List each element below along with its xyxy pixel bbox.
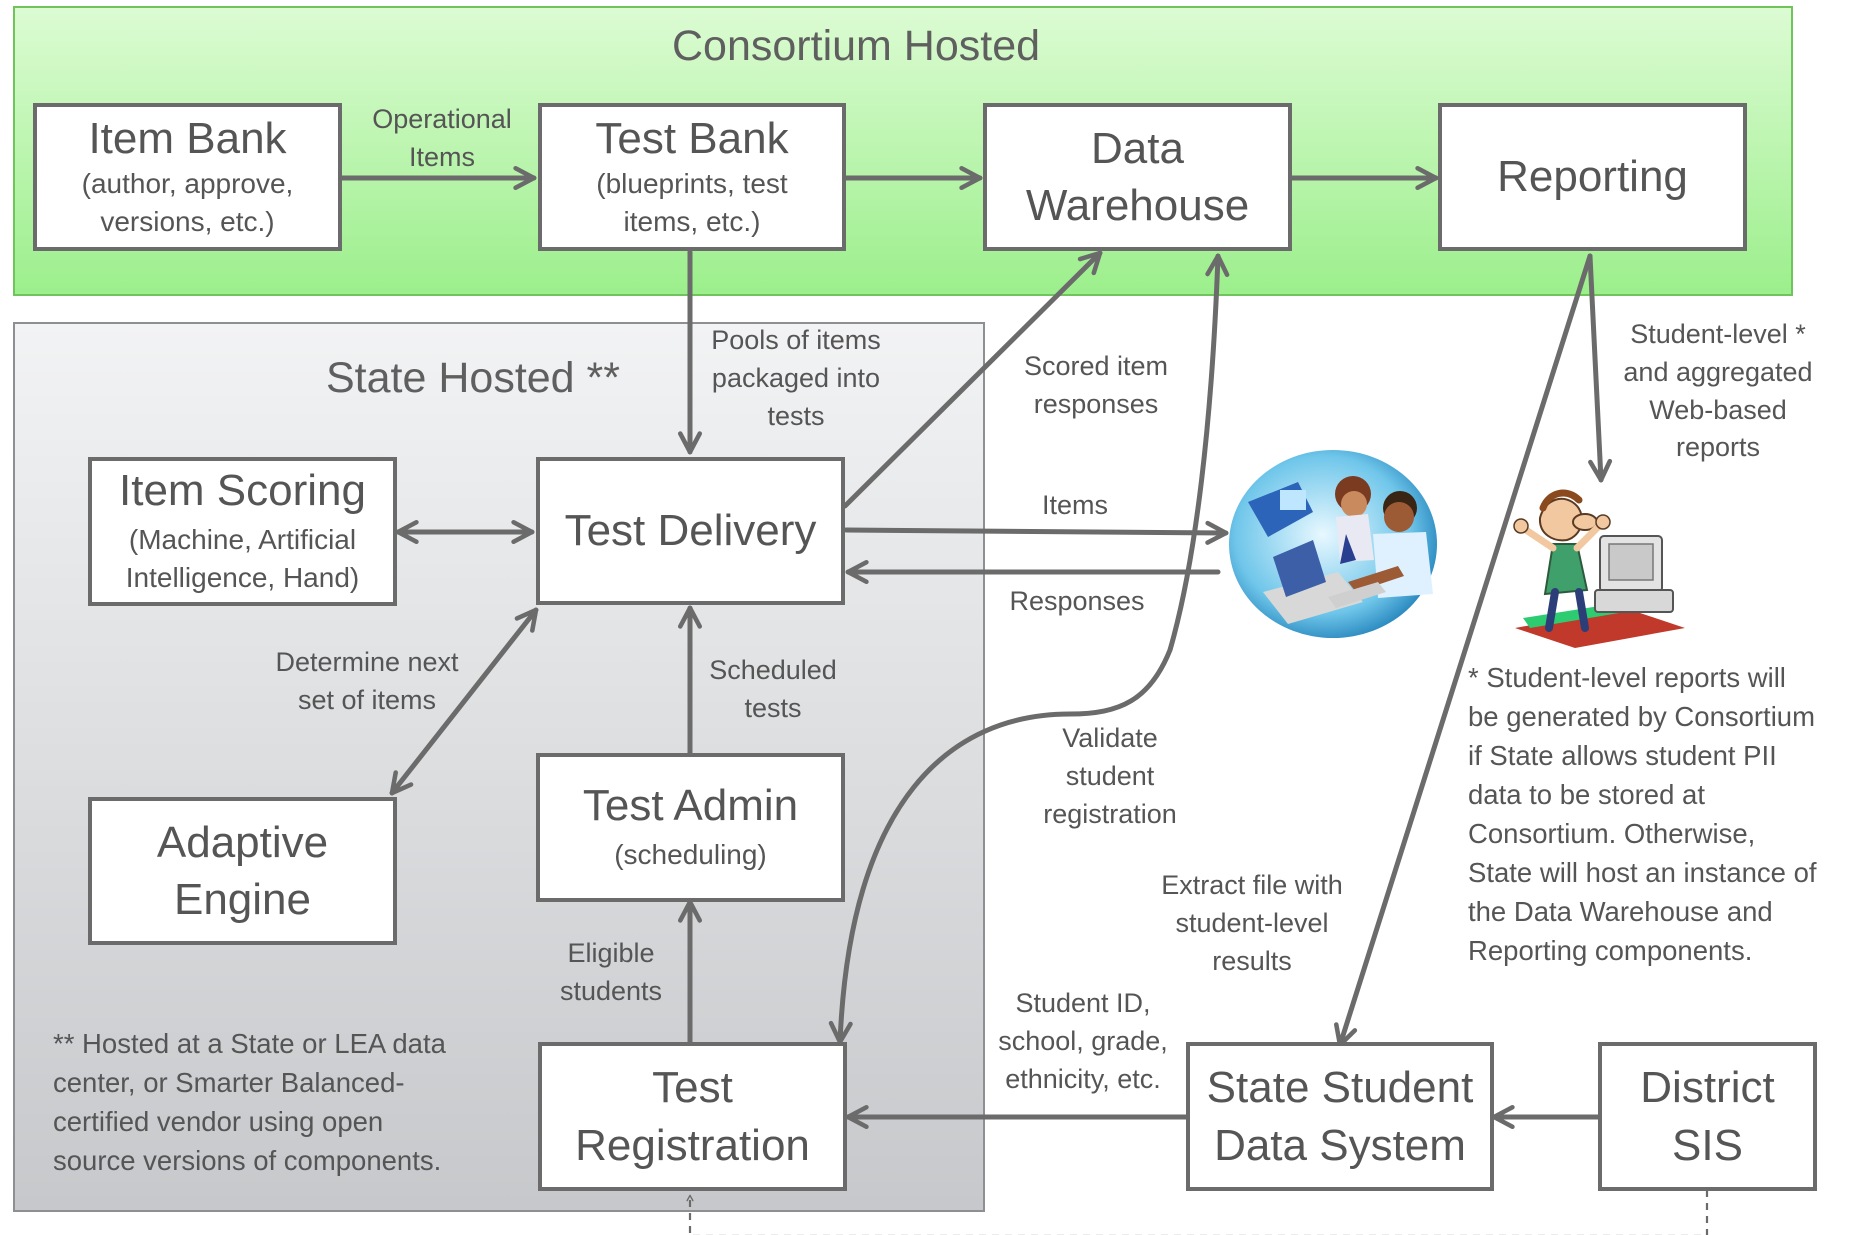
label-scored-line-1: Scored item (1023, 351, 1169, 381)
state-footnote-line-2: center, or Smarter Balanced- (53, 1067, 405, 1099)
label-student-id-line-1: Student ID, (1015, 988, 1151, 1018)
arrow-delivery-students (843, 520, 1229, 545)
item-scoring-subtitle-1: (Machine, Artificial (128, 524, 357, 556)
item-bank-subtitle-1: (author, approve, (81, 167, 294, 199)
item-bank-title: Item Bank (88, 113, 287, 163)
label-operational-items-line-1: Operational (372, 104, 512, 134)
label-determine-next-set: Determine next set of items (257, 644, 477, 720)
label-operational-items: Operational Items (352, 101, 532, 177)
ssds-title-2: Data System (1214, 1120, 1466, 1170)
label-reports-line-3: Web-based (1649, 394, 1787, 425)
data-warehouse-title-2: Warehouse (1025, 181, 1250, 230)
label-extract-line-1: Extract file with (1161, 870, 1343, 900)
label-validate-registration: Validate student registration (1010, 720, 1210, 833)
adaptive-engine-title-2: Engine (173, 875, 311, 924)
label-reports-line-4: reports (1675, 432, 1761, 463)
label-validate-line-2: student (1065, 760, 1155, 791)
consortium-footnote-line-7: the Data Warehouse and (1468, 896, 1773, 928)
district-sis-box: District SIS (1598, 1042, 1817, 1191)
test-delivery-title: Test Delivery (564, 506, 817, 556)
test-bank-subtitle-1: (blueprints, test (596, 167, 788, 199)
consortium-footnote-line-5: Consortium. Otherwise, (1468, 818, 1756, 850)
reporting-title: Reporting (1497, 152, 1688, 202)
item-scoring-title: Item Scoring (119, 466, 366, 516)
label-eligible-students: Eligible students (531, 935, 691, 1011)
test-admin-box: Test Admin (scheduling) (536, 753, 845, 902)
label-scheduled-tests: Scheduled tests (688, 652, 858, 728)
item-bank-box: Item Bank (author, approve, versions, et… (33, 103, 342, 251)
arrow-reporting-ssds (1333, 253, 1593, 1048)
label-scheduled-line-2: tests (744, 692, 802, 723)
label-reports-line-2: and aggregated (1623, 356, 1813, 387)
arrow-delivery-adaptive (389, 607, 539, 796)
label-validate-line-3: registration (1043, 798, 1177, 829)
label-pools-of-items: Pools of items packaged into tests (696, 322, 896, 435)
item-bank-subtitle-2: versions, etc.) (100, 205, 275, 237)
state-footnote: ** Hosted at a State or LEA data center,… (53, 1024, 446, 1180)
arrow-reporting-user (1587, 253, 1613, 483)
label-extract-line-2: student-level (1175, 907, 1329, 938)
state-student-data-system-box: State Student Data System (1186, 1042, 1494, 1191)
district-sis-title-2: SIS (1672, 1120, 1743, 1170)
label-extract-line-3: results (1212, 945, 1292, 976)
test-admin-subtitle: (scheduling) (614, 839, 767, 871)
label-operational-items-line-2: Items (408, 141, 475, 172)
state-footnote-line-1: ** Hosted at a State or LEA data (53, 1028, 446, 1059)
label-validate-line-1: Validate (1062, 723, 1158, 753)
consortium-region-title: Consortium Hosted (672, 22, 1041, 70)
label-scored-item-responses: Scored item responses (1001, 348, 1191, 424)
students-at-computer-icon (1229, 450, 1437, 638)
arrow-sis-registration-dashed (690, 1190, 1709, 1235)
reporting-box: Reporting (1438, 103, 1747, 251)
test-bank-box: Test Bank (blueprints, test items, etc.) (538, 103, 846, 251)
label-eligible-line-2: students (559, 975, 663, 1006)
label-determine-line-1: Determine next (275, 647, 459, 677)
label-extract-file: Extract file with student-level results (1132, 867, 1372, 980)
state-footnote-line-3: certified vendor using open (53, 1106, 384, 1138)
label-responses-line-1: Responses (1009, 586, 1145, 616)
label-determine-line-2: set of items (297, 684, 437, 715)
label-pools-line-1: Pools of items (711, 325, 881, 355)
label-pools-line-2: packaged into (711, 362, 881, 393)
ssds-title-1: State Student (1206, 1063, 1474, 1113)
label-scored-line-2: responses (1033, 388, 1159, 419)
data-warehouse-box: Data Warehouse (983, 103, 1292, 251)
test-registration-title-1: Test (652, 1063, 733, 1113)
consortium-footnote-line-2: be generated by Consortium (1468, 701, 1816, 733)
label-scheduled-line-1: Scheduled (709, 655, 837, 685)
consortium-footnote-line-1: * Student-level reports will (1468, 662, 1786, 693)
consortium-footnote-line-6: State will host an instance of (1468, 857, 1817, 889)
label-eligible-line-1: Eligible (567, 938, 655, 968)
item-scoring-subtitle-2: Intelligence, Hand) (125, 562, 360, 594)
test-registration-box: Test Registration (538, 1042, 847, 1191)
label-items-line-1: Items (1041, 490, 1108, 520)
label-pools-line-3: tests (767, 400, 825, 431)
test-admin-title: Test Admin (582, 780, 799, 830)
consortium-footnote-line-4: data to be stored at (1468, 779, 1705, 811)
arrow-warehouse-registration (828, 253, 1230, 1045)
label-student-id-line-3: ethnicity, etc. (1005, 1063, 1161, 1094)
test-registration-title-2: Registration (575, 1120, 810, 1170)
test-bank-subtitle-2: items, etc.) (623, 205, 761, 237)
consortium-footnote-line-8: Reporting components. (1468, 935, 1753, 967)
consortium-footnote-line-3: if State allows student PII (1468, 740, 1777, 772)
state-region-title: State Hosted ** (326, 354, 621, 402)
data-warehouse-title-1: Data (1091, 123, 1184, 173)
item-scoring-box: Item Scoring (Machine, Artificial Intell… (88, 457, 397, 606)
label-responses: Responses (982, 583, 1172, 621)
label-items: Items (1010, 487, 1140, 525)
label-student-id: Student ID, school, grade, ethnicity, et… (978, 985, 1188, 1098)
excited-user-at-computer-icon (1513, 489, 1685, 648)
label-student-level-reports: Student-level * and aggregated Web-based… (1598, 316, 1838, 467)
adaptive-engine-box: Adaptive Engine (88, 797, 397, 945)
consortium-footnote: * Student-level reports will be generate… (1468, 658, 1817, 970)
state-footnote-line-4: source versions of components. (53, 1145, 442, 1177)
adaptive-engine-title-1: Adaptive (156, 817, 329, 867)
test-delivery-box: Test Delivery (536, 457, 845, 605)
label-reports-line-1: Student-level * (1630, 319, 1806, 349)
district-sis-title-1: District (1640, 1063, 1775, 1113)
test-bank-title: Test Bank (595, 113, 789, 163)
label-student-id-line-2: school, grade, (998, 1025, 1168, 1056)
